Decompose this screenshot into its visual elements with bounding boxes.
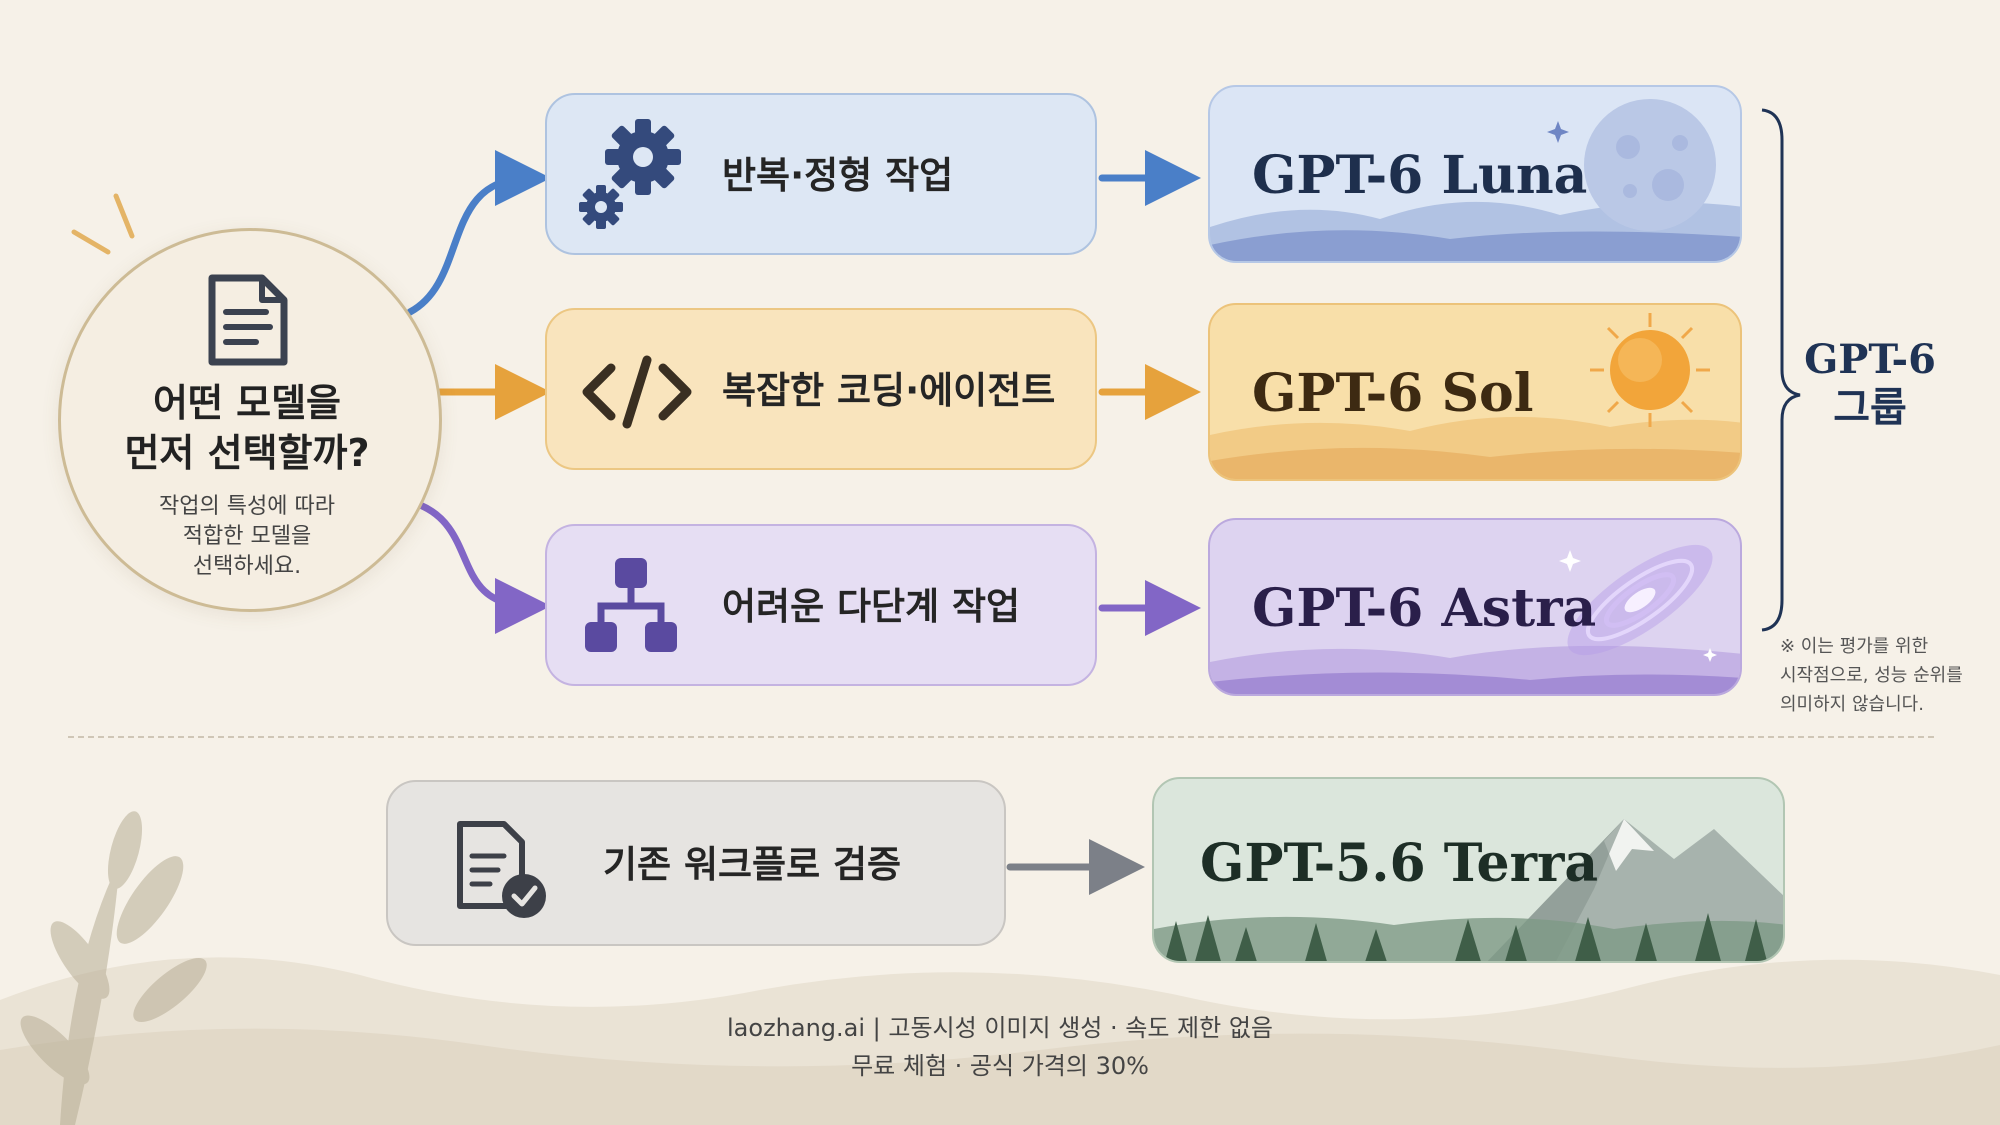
galaxy-icon bbox=[1567, 544, 1713, 656]
group-label: GPT-6 그룹 bbox=[1804, 336, 1936, 431]
moon-icon bbox=[1584, 99, 1716, 231]
model-name: GPT-6 Luna bbox=[1252, 145, 1588, 206]
group-brace bbox=[1761, 108, 1801, 632]
sparkle-icon bbox=[1547, 121, 1569, 143]
code-icon bbox=[582, 355, 692, 429]
model-name: GPT-5.6 Terra bbox=[1200, 833, 1599, 894]
task-repetitive: 반복·정형 작업 bbox=[545, 93, 1097, 255]
footer-line-2: 무료 체험 · 공식 가격의 30% bbox=[851, 1052, 1149, 1080]
model-name: GPT-6 Sol bbox=[1252, 363, 1534, 424]
leaf-icon bbox=[20, 811, 207, 1125]
start-circle bbox=[58, 228, 442, 612]
arrow-start-to-task-1 bbox=[406, 150, 551, 316]
task-multi-step: 어려운 다단계 작업 bbox=[545, 524, 1097, 686]
model-card-luna: GPT-6 Luna bbox=[1208, 85, 1742, 263]
disclaimer-note: ※ 이는 평가를 위한 시작점으로, 성능 순위를 의미하지 않습니다. bbox=[1780, 636, 1963, 715]
model-card-astra: GPT-6 Astra bbox=[1208, 518, 1742, 696]
hierarchy-icon bbox=[585, 558, 677, 652]
model-card-terra: GPT-5.6 Terra bbox=[1152, 777, 1785, 963]
task-label: 기존 워크플로 검증 bbox=[603, 843, 902, 886]
gears-icon bbox=[579, 119, 681, 229]
sparkle-icon bbox=[1559, 550, 1581, 572]
attention-rays-icon bbox=[71, 193, 135, 255]
document-icon bbox=[208, 274, 288, 366]
footer-line-1: laozhang.ai | 고동시성 이미지 생성 · 속도 제한 없음 bbox=[727, 1014, 1273, 1042]
task-workflow-validation: 기존 워크플로 검증 bbox=[386, 780, 1006, 946]
task-label: 어려운 다단계 작업 bbox=[722, 585, 1021, 628]
model-name: GPT-6 Astra bbox=[1252, 578, 1597, 639]
task-complex-coding: 복잡한 코딩·에이전트 bbox=[545, 308, 1097, 470]
start-question: 어떤 모델을 먼저 선택할까? bbox=[124, 381, 370, 475]
arrow-start-to-task-3 bbox=[416, 501, 551, 634]
model-card-sol: GPT-6 Sol bbox=[1208, 303, 1742, 481]
task-label: 복잡한 코딩·에이전트 bbox=[722, 369, 1056, 412]
sun-icon bbox=[1590, 313, 1710, 427]
task-label: 반복·정형 작업 bbox=[722, 154, 954, 197]
document-check-icon bbox=[457, 821, 546, 918]
start-description: 작업의 특성에 따라 적합한 모델을 선택하세요. bbox=[159, 494, 335, 579]
section-divider bbox=[68, 736, 1934, 738]
